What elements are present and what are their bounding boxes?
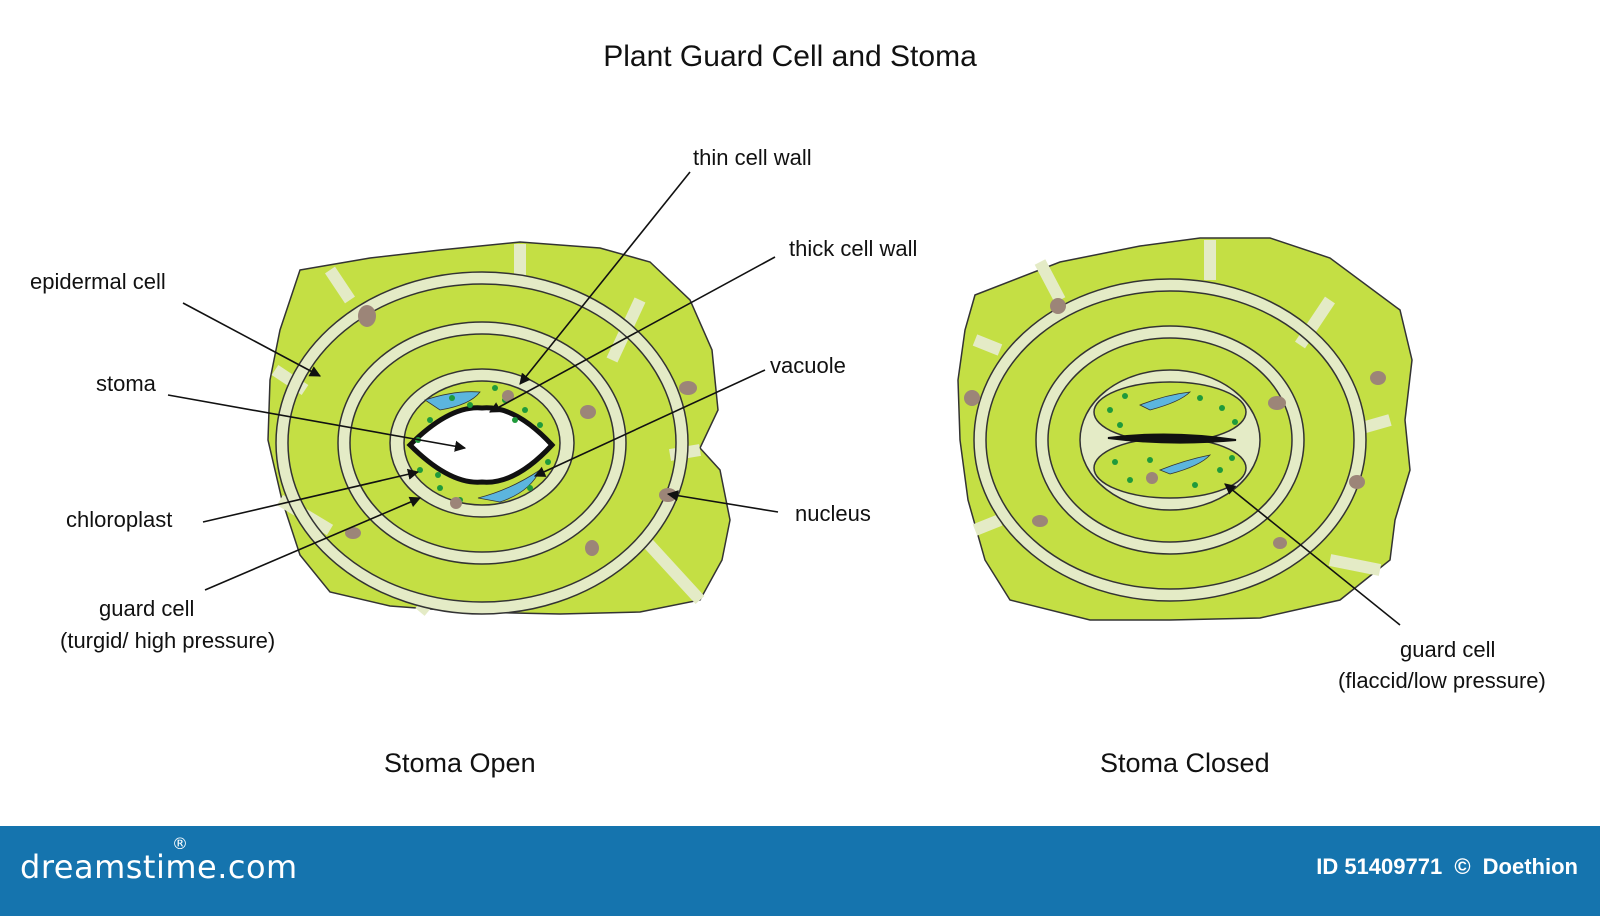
guard-cell-closed-leader — [1224, 483, 1401, 626]
chloroplast-leader — [202, 468, 420, 523]
brand-text: dreamstime.com — [20, 848, 298, 886]
image-id: ID 51409771 — [1316, 854, 1443, 879]
diagram-title: Plant Guard Cell and Stoma — [603, 40, 977, 73]
closed-vacuole-top — [1139, 391, 1192, 411]
label-thick-cell-wall: thick cell wall — [789, 236, 917, 261]
closed-stoma-diagram — [957, 237, 1413, 621]
label-nucleus: nucleus — [795, 501, 871, 526]
vacuole-leader — [533, 369, 766, 477]
closed-stoma-slit — [1107, 433, 1237, 444]
label-thin-cell-wall: thin cell wall — [693, 145, 812, 170]
epidermal-cell-leader — [182, 302, 321, 377]
open-stoma-diagram — [267, 241, 731, 616]
label-guard-cell-open-1: guard cell — [99, 596, 194, 621]
label-guard-cell-closed-1: guard cell — [1400, 637, 1495, 662]
label-guard-cell-open-2: (turgid/ high pressure) — [60, 628, 275, 653]
nucleus-leader — [666, 490, 779, 513]
thin-cell-wall-leader — [519, 171, 691, 385]
footer-bar: dreamstime.com ® ID 51409771 © Doethion — [0, 826, 1600, 916]
label-stoma: stoma — [96, 371, 157, 396]
closed-vacuole-bottom — [1158, 454, 1212, 475]
label-vacuole: vacuole — [770, 353, 846, 378]
caption-stoma-open: Stoma Open — [384, 748, 536, 778]
brand-logo[interactable]: dreamstime.com ® — [20, 834, 298, 886]
label-epidermal-cell: epidermal cell — [30, 269, 166, 294]
label-chloroplast: chloroplast — [66, 507, 172, 532]
diagram-canvas: thin cell wall thick cell wall epidermal… — [30, 145, 1546, 778]
image-credit: ID 51409771 © Doethion — [1310, 854, 1578, 880]
registered-mark: ® — [172, 834, 189, 853]
author-name: Doethion — [1482, 854, 1578, 879]
copyright-symbol: © — [1454, 854, 1471, 879]
caption-stoma-closed: Stoma Closed — [1100, 748, 1270, 778]
guard-cell-open-leader — [204, 496, 422, 591]
open-stoma-pore — [406, 405, 556, 485]
stoma-leader — [167, 394, 467, 452]
thick-cell-wall-leader — [489, 256, 776, 413]
label-guard-cell-closed-2: (flaccid/low pressure) — [1338, 668, 1546, 693]
